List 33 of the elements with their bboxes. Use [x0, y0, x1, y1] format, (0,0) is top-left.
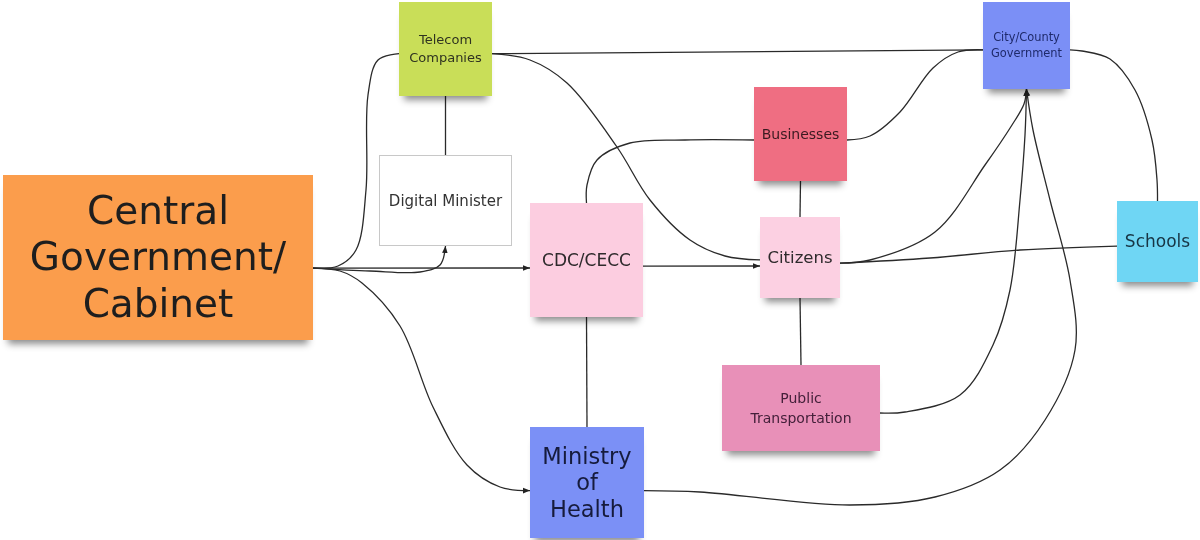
- sticky-note: [983, 2, 1070, 89]
- connector-line: [491, 53, 761, 261]
- connector-line: [839, 245, 1118, 264]
- arrow: [643, 88, 1078, 506]
- connector-line: [799, 180, 802, 218]
- arrow: [312, 267, 531, 494]
- node-label: Businesses: [761, 125, 840, 143]
- connector-line: [1069, 49, 1159, 202]
- connector-line: [846, 49, 984, 141]
- node-label: CDC/CECC: [542, 249, 631, 271]
- node-label: Schools: [1124, 231, 1191, 252]
- node-label: Public Transportation: [749, 388, 853, 428]
- node-label: Citizens: [767, 247, 833, 268]
- connector-line: [444, 95, 447, 156]
- node-label: City/County Government: [989, 29, 1063, 62]
- connector-line: [799, 297, 802, 366]
- sticky-note: [722, 365, 880, 451]
- text-box: [379, 155, 512, 246]
- sticky-note: [1117, 201, 1198, 282]
- sticky-note: [760, 217, 840, 298]
- arrow: [642, 263, 761, 269]
- node-label: Digital Minister: [388, 191, 503, 210]
- arrow: [879, 88, 1030, 414]
- node-label: Ministry of Health: [541, 443, 633, 522]
- sticky-note: [399, 2, 492, 96]
- sticky-note: [3, 175, 313, 340]
- sticky-note: [530, 427, 644, 538]
- connector-line: [585, 139, 755, 204]
- connector-line: [585, 316, 588, 428]
- node-label: Central Government/ Cabinet: [28, 188, 288, 327]
- sticky-note: [530, 203, 643, 317]
- node-label: Telecom Companies: [408, 31, 483, 67]
- sticky-note: [754, 87, 847, 181]
